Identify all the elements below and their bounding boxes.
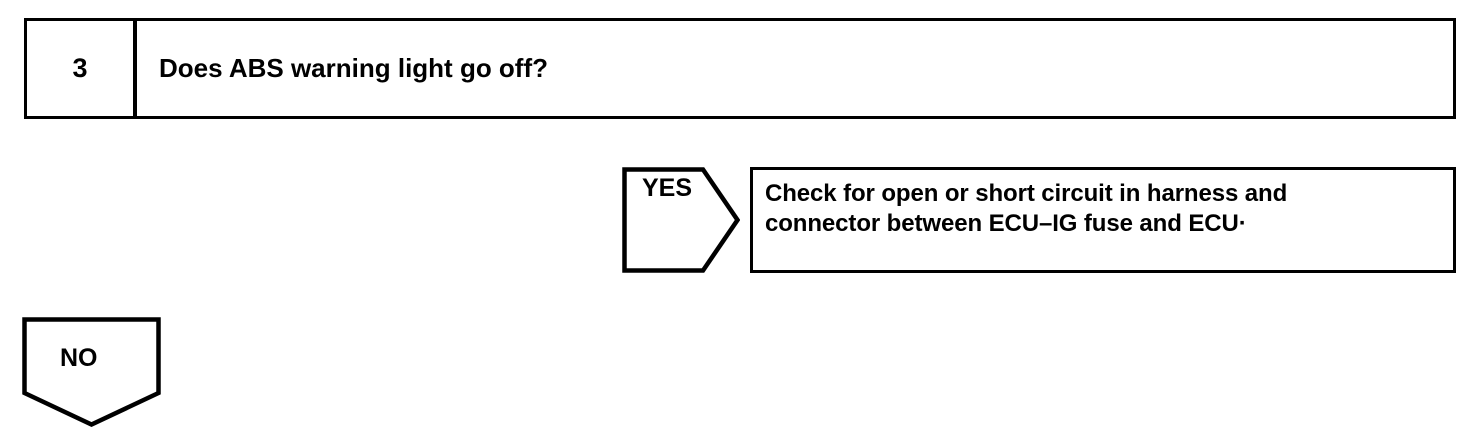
- step-number-cell: 3: [27, 21, 137, 116]
- step-header-box: 3 Does ABS warning light go off?: [24, 18, 1456, 119]
- no-branch-arrow: NO: [22, 317, 161, 427]
- yes-arrow-shape: [622, 167, 740, 273]
- no-branch-label: NO: [60, 344, 98, 372]
- yes-branch-label: YES: [642, 174, 693, 202]
- yes-branch-arrow: YES: [622, 167, 740, 273]
- step-number: 3: [72, 53, 88, 83]
- yes-result-text: Check for open or short circuit in harne…: [765, 180, 1288, 238]
- step-question-cell: Does ABS warning light go off?: [141, 21, 1453, 116]
- step-question-text: Does ABS warning light go off?: [159, 52, 549, 83]
- yes-result-box: Check for open or short circuit in harne…: [750, 167, 1456, 273]
- no-arrow-shape: [22, 317, 161, 427]
